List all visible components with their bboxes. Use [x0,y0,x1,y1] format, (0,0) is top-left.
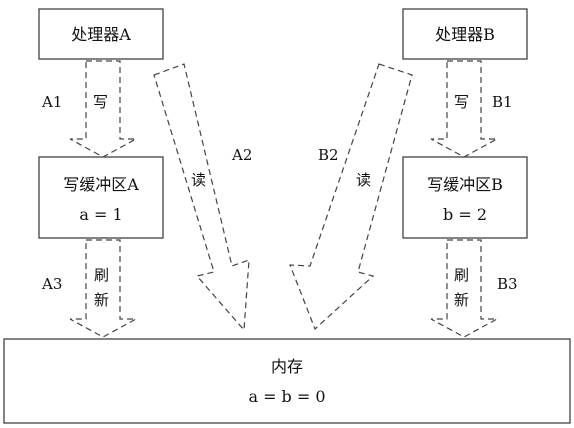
arrow-a2-shape [153,63,250,332]
write-buffer-a-title: 写缓冲区A [63,175,139,194]
arrow-a3-step: A3 [41,275,62,293]
write-buffer-b-value: b = 2 [443,205,487,224]
write-buffer-a: 写缓冲区A a = 1 [38,156,164,239]
arrow-b3: 刷 新 B3 [430,239,518,338]
write-buffer-a-box [38,156,164,239]
arrow-b2: 读 B2 [289,63,413,331]
arrow-a2-action: 读 [191,171,206,189]
processor-a: 处理器A [38,8,164,60]
arrow-a3-action-2: 新 [94,291,109,309]
arrow-a3-action-1: 刷 [94,266,109,284]
processor-a-label: 处理器A [71,25,131,44]
memory-box [3,338,571,424]
arrow-b3-action-2: 新 [454,291,469,309]
arrow-a2: 读 A2 [153,63,252,332]
arrow-b2-shape [289,63,413,331]
arrow-b1-action: 写 [454,93,469,111]
arrow-a2-step: A2 [231,146,252,164]
arrow-b3-shape [430,239,498,338]
arrow-a3: A3 刷 新 [41,239,137,338]
memory-title: 内存 [271,357,303,376]
arrow-a1-step: A1 [41,93,62,111]
arrow-a1-action: 写 [93,93,108,111]
arrow-a1: A1 写 [41,60,137,158]
arrow-b2-step: B2 [318,146,339,164]
processor-a-box [38,8,164,60]
memory: 内存 a = b = 0 [3,338,571,424]
arrow-b2-action: 读 [356,171,371,189]
write-buffer-a-value: a = 1 [79,205,122,224]
write-buffer-b-box [402,156,528,239]
processor-b: 处理器B [402,8,528,60]
processor-b-box [402,8,528,60]
arrow-a3-shape [69,239,137,338]
arrow-b3-action-1: 刷 [454,266,469,284]
arrow-b1: 写 B1 [430,60,513,158]
arrow-b1-step: B1 [492,93,513,111]
memory-value: a = b = 0 [248,387,325,406]
arrow-b3-step: B3 [497,275,518,293]
write-buffer-b: 写缓冲区B b = 2 [402,156,528,239]
processor-b-label: 处理器B [435,25,495,44]
write-buffer-b-title: 写缓冲区B [427,175,503,194]
